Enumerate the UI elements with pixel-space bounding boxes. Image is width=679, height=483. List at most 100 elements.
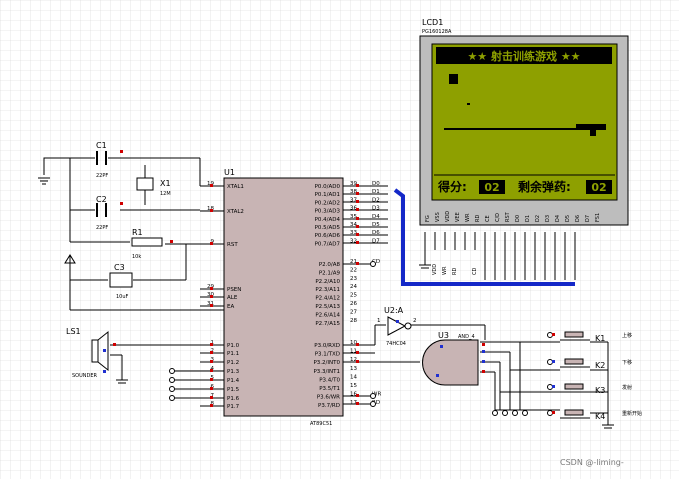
net-label: D1 — [372, 189, 380, 195]
pin-state-marker — [120, 202, 123, 205]
lcd-pin-label: VSS — [435, 212, 441, 222]
terminal-circle — [169, 368, 175, 374]
lcd-net-cd: CD — [472, 268, 478, 275]
mcu-pin-name: P3.5/T1 — [319, 386, 340, 392]
lcd-pin-label: FS1 — [595, 213, 601, 222]
mcu-pin-name: P0.5/AD5 — [315, 225, 341, 231]
terminal-circle — [169, 386, 175, 392]
mcu-pin-name: P3.3/INT1 — [313, 369, 340, 375]
mcu-pin-number: 26 — [350, 301, 357, 307]
mcu-pin-name: P1.6 — [227, 396, 240, 402]
lcd-title: ★★ 射击训练游戏 ★★ — [467, 49, 580, 63]
passive-components — [91, 151, 163, 372]
lcd-pin-label: CE — [485, 215, 491, 222]
button-cap — [564, 331, 584, 338]
pin-state-marker — [210, 184, 213, 187]
mcu-pin-number: 27 — [350, 309, 357, 315]
mcu-pin-name: P2.1/A9 — [319, 270, 341, 276]
lcd-pin-label: D6 — [575, 215, 581, 222]
terminal-circle — [547, 332, 553, 338]
mcu-pin-name: EA — [227, 304, 234, 310]
pin-state-marker — [103, 349, 106, 352]
mcu-pin-number: 10 — [350, 340, 357, 346]
pin-state-marker — [356, 217, 359, 220]
mcu-pin-name: P2.6/A14 — [315, 312, 340, 318]
pin-state-marker — [356, 394, 359, 397]
mcu-pin-number: 35 — [350, 214, 357, 220]
mcu-pin-number: 28 — [350, 318, 357, 324]
pin-state-marker — [356, 225, 359, 228]
lcd-pin-label: FG — [425, 215, 431, 222]
mcu-pin-number: 13 — [350, 366, 357, 372]
mcu-pin-name: P1.1 — [227, 351, 239, 357]
button-cap — [564, 358, 584, 365]
mcu-pin-name: P3.4/T0 — [319, 377, 340, 383]
lcd-module: ★★ 射击训练游戏 ★★ 得分: 02 剩余弹药: 02 LCD1 PG1601… — [419, 18, 629, 275]
mcu-pin-name: P0.0/AD0 — [315, 184, 341, 190]
pin-markers — [103, 150, 555, 414]
terminal-circle — [370, 393, 376, 399]
lcd-score-value: 02 — [484, 181, 499, 194]
lcd-screen — [431, 43, 618, 201]
lcd-title-bar — [436, 47, 612, 64]
mcu-pin-name: P0.7/AD7 — [315, 241, 341, 247]
mcu-pin-name: P2.7/A15 — [315, 321, 340, 327]
pin-state-marker — [482, 350, 485, 353]
pin-state-marker — [210, 287, 213, 290]
lcd-pin-label: D2 — [535, 215, 541, 222]
mcu-pin-name: P2.5/A13 — [315, 304, 340, 310]
button-cap — [564, 383, 584, 390]
pin-state-marker — [440, 345, 443, 348]
mcu-pin-name: P1.5 — [227, 387, 240, 393]
pin-state-marker — [120, 150, 123, 153]
mcu-pin-number: 34 — [350, 222, 357, 228]
lcd-pin-label: D1 — [525, 215, 531, 222]
mcu-pin-name: P1.4 — [227, 378, 240, 384]
lcd-part: PG160128A — [422, 29, 452, 35]
terminal-circle — [547, 384, 553, 390]
net-label: D5 — [372, 222, 380, 228]
mcu-pin-name: XTAL1 — [227, 184, 244, 190]
net-label: D3 — [372, 206, 380, 212]
mcu-pin-name: P2.3/A11 — [315, 287, 340, 293]
pin-state-marker — [356, 241, 359, 244]
pin-state-marker — [396, 320, 399, 323]
mcu-chip: U1 AT89C51 19XTAL118XTAL29RST29PSEN30ALE… — [200, 168, 381, 427]
button-ref: K2 — [595, 361, 605, 370]
mcu-pin-number: 23 — [350, 276, 357, 282]
mcu-pin-name: P0.2/AD2 — [315, 200, 340, 206]
mcu-pin-number: 36 — [350, 206, 357, 212]
mcu-pin-name: P2.4/A12 — [315, 296, 340, 302]
pin-state-marker — [210, 378, 213, 381]
pin-state-marker — [482, 370, 485, 373]
pin-state-marker — [356, 200, 359, 203]
mcu-pin-name: P1.3 — [227, 369, 240, 375]
mcu-pin-name: RST — [227, 242, 238, 248]
pin-state-marker — [552, 360, 555, 363]
mcu-pin-number: 37 — [350, 197, 357, 203]
pin-state-marker — [356, 402, 359, 405]
mcu-part: AT89C51 — [310, 421, 332, 427]
net-label: D6 — [372, 230, 380, 236]
button-label: 下移 — [622, 359, 632, 366]
pin-state-marker — [356, 192, 359, 195]
button-ref: K4 — [595, 412, 605, 421]
net-label: D0 — [372, 181, 380, 187]
terminal-circle — [522, 410, 528, 416]
mcu-pin-name: P3.2/INT0 — [313, 360, 340, 366]
pin-state-marker — [210, 369, 213, 372]
pin-state-marker — [210, 209, 213, 212]
mcu-pin-name: P1.0 — [227, 343, 240, 349]
net-label: WR — [372, 392, 381, 398]
pin-state-marker — [103, 370, 106, 373]
c1-ref: C1 — [96, 141, 107, 150]
lcd-pin-label: RD — [475, 215, 481, 222]
c2-ref: C2 — [96, 195, 107, 204]
pin-state-marker — [552, 385, 555, 388]
pin-state-marker — [356, 351, 359, 354]
pin-state-marker — [552, 333, 555, 336]
pin-state-marker — [210, 304, 213, 307]
pin-state-marker — [210, 396, 213, 399]
mcu-pin-number: 32 — [350, 238, 357, 244]
